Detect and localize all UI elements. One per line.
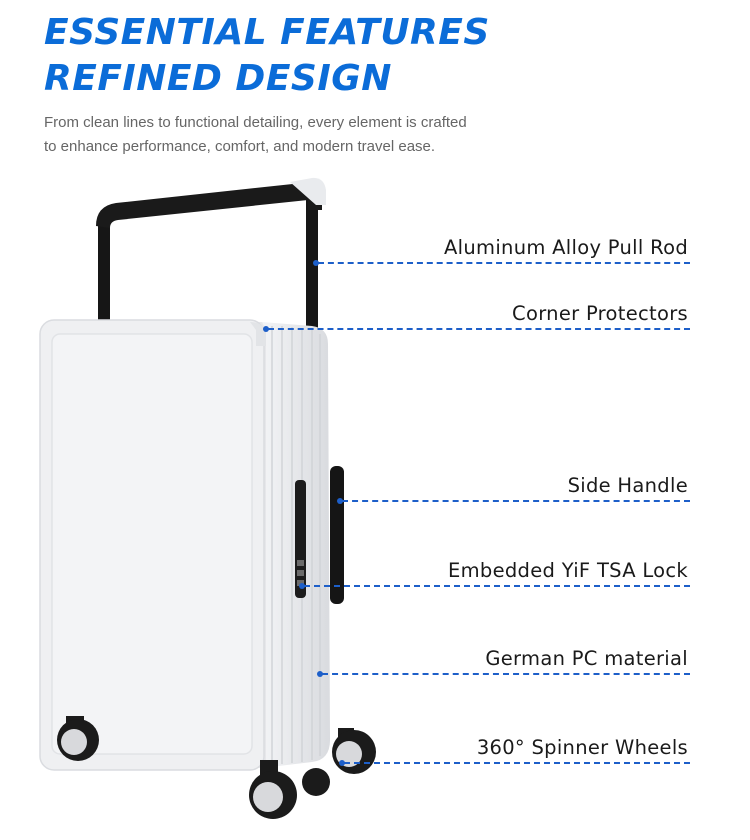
subtitle-line-1: From clean lines to functional detailing… <box>44 114 467 131</box>
callout-dot-pull-rod <box>313 260 319 266</box>
callout-dot-pc-material <box>317 671 323 677</box>
suitcase-body <box>39 319 344 771</box>
feature-label-pc-material: German PC material <box>485 647 688 670</box>
callout-dot-side-handle <box>337 498 343 504</box>
callout-dot-tsa-lock <box>299 583 305 589</box>
feature-label-spinner-wheels: 360° Spinner Wheels <box>476 736 688 759</box>
pull-rod <box>96 177 326 348</box>
callout-dot-spinner-wheels <box>339 760 345 766</box>
subtitle-line-2: to enhance performance, comfort, and mod… <box>44 138 436 155</box>
callout-line-pc-material <box>322 673 690 675</box>
feature-label-corner-protectors: Corner Protectors <box>512 302 688 325</box>
callout-line-spinner-wheels <box>344 762 690 764</box>
feature-label-side-handle: Side Handle <box>567 474 688 497</box>
callout-line-tsa-lock <box>304 585 690 587</box>
headline-line-1: ESSENTIAL FEATURES <box>44 12 490 53</box>
feature-label-tsa-lock: Embedded YiF TSA Lock <box>447 559 688 582</box>
callout-line-side-handle <box>342 500 690 502</box>
feature-label-pull-rod: Aluminum Alloy Pull Rod <box>444 236 688 259</box>
callout-dot-corner-protectors <box>263 326 269 332</box>
headline-line-2: REFINED DESIGN <box>44 58 392 99</box>
callout-line-pull-rod <box>318 262 690 264</box>
callout-line-corner-protectors <box>268 328 690 330</box>
